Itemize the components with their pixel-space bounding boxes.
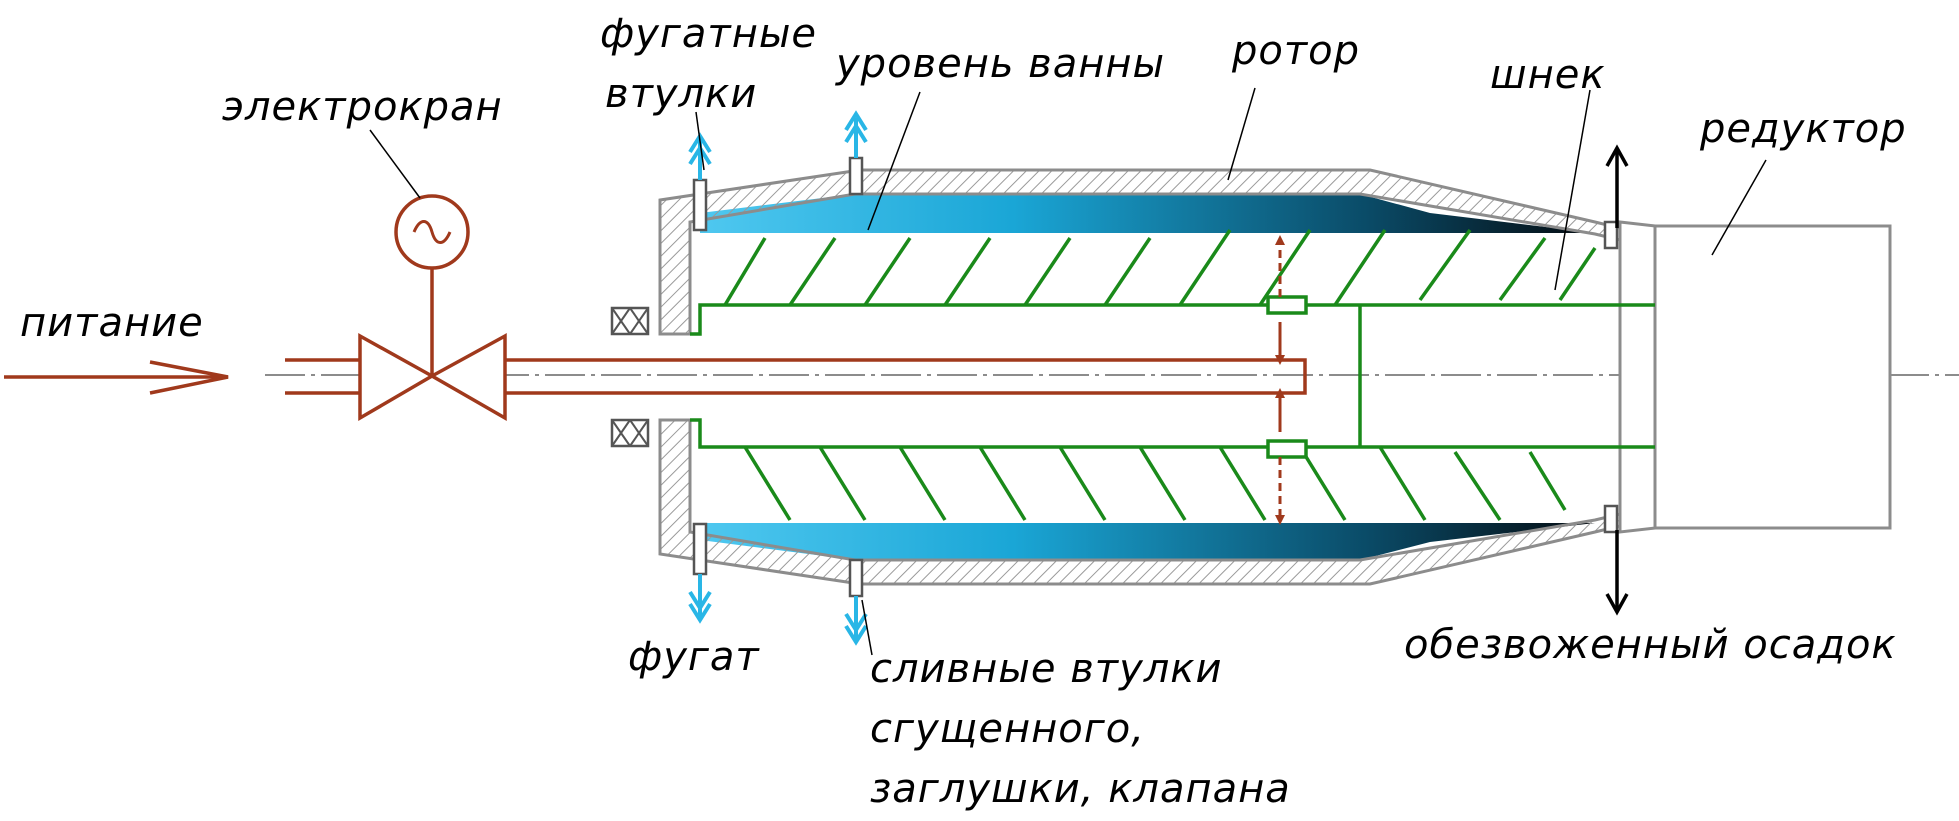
drain-bushing-bottom (848, 558, 864, 598)
label-dewatered-sediment: обезвоженный осадок (1404, 622, 1897, 668)
feed-pipe (285, 358, 1307, 395)
sediment-port-top (1603, 220, 1619, 250)
bath-top (700, 194, 1595, 233)
label-bath-level: уровень ванны (835, 41, 1165, 87)
screw (690, 228, 1655, 521)
bearing-bottom (610, 418, 650, 448)
bearing-top (610, 306, 650, 336)
sediment-arrows (1605, 144, 1629, 616)
rotor-end-plate (1618, 220, 1657, 534)
label-fugate: фугат (628, 634, 760, 680)
drain-bushing-top (848, 156, 864, 196)
label-drain-2: сгущенного, (870, 706, 1145, 752)
feed-arrow (4, 360, 229, 395)
label-reducer: редуктор (1699, 106, 1907, 152)
label-drain-1: сливные втулки (870, 646, 1222, 692)
sediment-port-bottom (1603, 504, 1619, 534)
reducer-housing (1653, 224, 1892, 530)
fugate-outlet-arrows (688, 110, 868, 646)
butterfly-valve-icon[interactable] (358, 268, 507, 422)
label-fugate-bushings-2: втулки (605, 71, 757, 117)
label-electro-valve: электрокран (222, 84, 503, 130)
ac-motor-tilde-icon[interactable] (394, 194, 470, 270)
fugate-bushing-top (692, 178, 708, 232)
rotor-shell-bottom (658, 418, 1622, 586)
label-feed: питание (20, 300, 204, 346)
label-fugate-bushings-1: фугатные (600, 11, 817, 57)
label-rotor: ротор (1231, 28, 1360, 74)
label-screw: шнек (1490, 52, 1606, 98)
leader-lines (369, 87, 1767, 656)
label-drain-3: заглушки, клапана (870, 766, 1291, 812)
fugate-bushing-bottom (692, 522, 708, 576)
bath-bottom (700, 523, 1595, 560)
